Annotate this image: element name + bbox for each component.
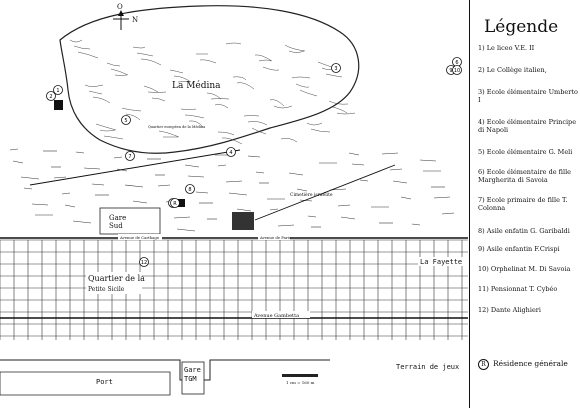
label-port: Port: [96, 378, 113, 386]
label-avenue-paris: Avenue de Paris: [259, 235, 291, 240]
label-gare-sud-1: Gare: [109, 214, 126, 222]
legend-item-11: 11) Pensionnat T. Cybéo: [478, 285, 558, 293]
location-markers: 123456789101112R: [46, 57, 462, 267]
label-petite-sicile-2: Petite Sicile: [88, 286, 125, 293]
marker-10: 10: [452, 65, 462, 75]
legend-panel: Légende 1) Le liceo V.E. II 2) Le Collège…: [469, 0, 580, 408]
legend-item-8: 8) Asile enfatin G. Garibaldi: [478, 227, 570, 235]
legend-item-5: 5) Ecole élémentaire G. Meli: [478, 148, 573, 156]
city-map: O N La Médina Quartier européen de la Mé…: [0, 3, 468, 396]
residence-block: [232, 212, 254, 230]
filled-building-2: [175, 199, 185, 207]
legend-item-9: 9) Asile enfantin F.Crispi: [478, 245, 560, 253]
residence-symbol-icon: R: [478, 359, 489, 370]
svg-text:5: 5: [124, 118, 127, 124]
label-medina: La Médina: [172, 80, 221, 91]
compass-north-label: O: [117, 3, 123, 11]
label-gare-tgm-2: TGM: [184, 375, 197, 383]
compass: O N: [113, 3, 138, 30]
svg-text:R: R: [173, 201, 177, 207]
label-avenue-gambetta: Avenue Gambetta: [253, 313, 299, 319]
label-avenue-carthage: Avenue de Carthage: [119, 235, 160, 240]
svg-text:9: 9: [449, 68, 452, 74]
scale-bar: [282, 374, 318, 377]
legend-item-7: 7) Ecole primaire de fille T. Colonna: [478, 196, 568, 212]
svg-text:10: 10: [454, 68, 460, 74]
legend-residence: R Résidence générale: [478, 359, 568, 370]
marker-3: 3: [331, 63, 341, 73]
svg-text:2: 2: [49, 94, 52, 100]
legend-item-6: 6) Ecole élémentaire de fille Margherita…: [478, 168, 571, 184]
legend-item-1: 1) Le liceo V.E. II: [478, 44, 535, 52]
svg-text:12: 12: [141, 260, 147, 266]
legend-item-3: 3) Ecole élémentaire Umberto I: [478, 88, 578, 104]
svg-text:8: 8: [188, 187, 191, 193]
residence-label: Résidence générale: [493, 359, 568, 368]
svg-text:4: 4: [229, 150, 232, 156]
label-quartier-europeen: Quartier européen de la Médina: [148, 125, 205, 129]
legend-item-2: 2) Le Collège italien,: [478, 66, 547, 74]
filled-building-1: [54, 100, 63, 110]
diagonal-road-2: [254, 164, 396, 221]
legend-title: Légende: [484, 17, 559, 37]
svg-text:6: 6: [455, 60, 458, 66]
label-terrain: Terrain de jeux: [396, 363, 459, 371]
label-scale: 1 cm = 160 m: [286, 380, 315, 385]
svg-text:1: 1: [56, 88, 59, 94]
marker-R: R: [170, 198, 180, 208]
marker-2: 2: [46, 91, 56, 101]
label-petite-sicile-1: Quartier de la: [88, 274, 145, 283]
diagonal-road: [29, 149, 241, 186]
label-gare-tgm-1: Gare: [184, 366, 201, 374]
marker-8: 8: [185, 184, 195, 194]
medina-outline: [59, 5, 360, 154]
marker-4: 4: [226, 147, 236, 157]
label-cimetiere: Cimetière israélite: [290, 191, 333, 198]
port-basin: [0, 371, 171, 396]
legend-item-12: 12) Dante Alighieri: [478, 306, 541, 314]
marker-6: 6: [452, 57, 462, 67]
compass-east-label: N: [132, 16, 138, 24]
legend-item-4: 4) Ecole élémentaire Principe di Napoli: [478, 118, 577, 134]
modern-grid: [0, 239, 468, 340]
medina-streets: [69, 39, 356, 145]
label-gare-sud-2: Sud: [109, 222, 123, 230]
label-la-fayette: La Fayette: [420, 258, 462, 266]
legend-item-10: 10) Orphelinat M. Di Savoia: [478, 265, 571, 273]
gare-tgm-building: [181, 361, 205, 395]
marker-5: 5: [121, 115, 131, 125]
svg-text:7: 7: [128, 154, 131, 160]
marker-12: 12: [139, 257, 149, 267]
marker-1: 1: [53, 85, 63, 95]
terrain-area: [330, 340, 468, 370]
svg-text:3: 3: [334, 66, 337, 72]
marker-7: 7: [125, 151, 135, 161]
